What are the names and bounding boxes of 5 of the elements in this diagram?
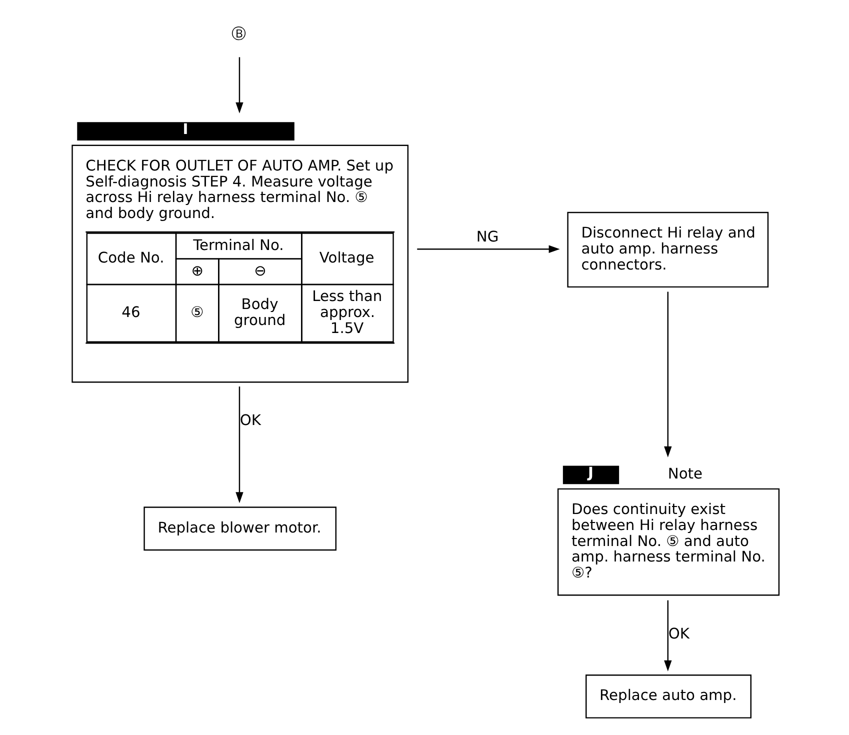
edge-label: OK — [668, 626, 689, 643]
node-text: Ⓑ — [231, 26, 246, 43]
node-label: Note — [667, 466, 702, 483]
edge-label: NG — [476, 228, 498, 246]
edge-label: OK — [239, 412, 261, 429]
